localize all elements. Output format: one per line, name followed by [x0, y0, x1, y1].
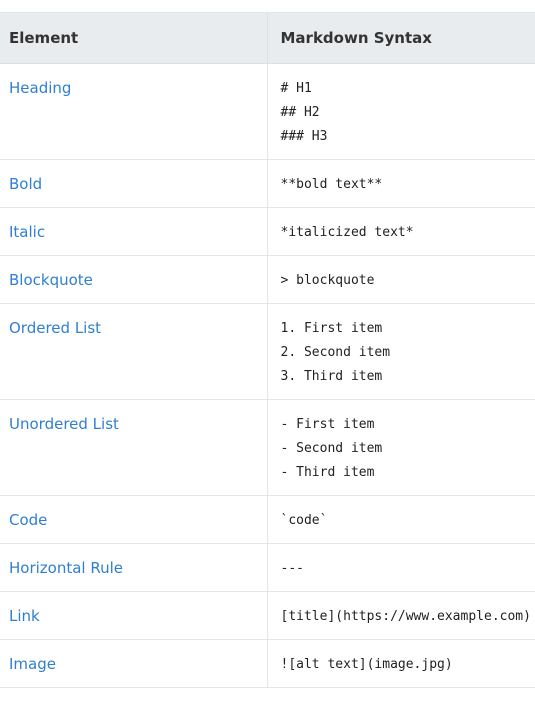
column-header-element: Element: [0, 12, 267, 64]
element-link-code[interactable]: Code: [9, 511, 48, 529]
element-link-ordered-list[interactable]: Ordered List: [9, 319, 102, 337]
table-header: Element Markdown Syntax: [0, 12, 535, 64]
syntax-cell: - First item - Second item - Third item: [266, 399, 535, 496]
syntax-line: - First item: [280, 417, 375, 432]
element-link-link[interactable]: Link: [9, 607, 40, 625]
element-link-heading[interactable]: Heading: [9, 79, 72, 97]
syntax-line: ---: [280, 561, 304, 576]
element-cell: Heading: [0, 63, 267, 160]
markdown-syntax-table: Element Markdown Syntax Heading # H1 ## …: [0, 12, 535, 688]
syntax-cell: *italicized text*: [266, 207, 535, 256]
syntax-cell: [title](https://www.example.com): [266, 591, 535, 640]
syntax-line: 1. First item: [280, 321, 383, 336]
element-link-horizontal-rule[interactable]: Horizontal Rule: [9, 559, 124, 577]
element-link-bold[interactable]: Bold: [9, 175, 43, 193]
element-cell: Code: [0, 495, 267, 544]
table-row: Bold **bold text**: [0, 159, 535, 208]
syntax-line: ### H3: [280, 129, 328, 144]
syntax-line: 2. Second item: [280, 345, 391, 360]
table-row: Unordered List - First item - Second ite…: [0, 399, 535, 496]
syntax-line: 3. Third item: [280, 369, 383, 384]
element-cell: Image: [0, 639, 267, 688]
syntax-line: *italicized text*: [280, 225, 414, 240]
syntax-line: ## H2: [280, 105, 320, 120]
syntax-line: **bold text**: [280, 177, 383, 192]
syntax-line: `code`: [280, 513, 328, 528]
syntax-cell: 1. First item 2. Second item 3. Third it…: [266, 303, 535, 400]
syntax-cell: **bold text**: [266, 159, 535, 208]
table-row: Image ![alt text](image.jpg): [0, 639, 535, 688]
table-row: Horizontal Rule ---: [0, 543, 535, 592]
table-row: Blockquote > blockquote: [0, 255, 535, 304]
syntax-line: - Second item: [280, 441, 383, 456]
element-cell: Link: [0, 591, 267, 640]
element-link-blockquote[interactable]: Blockquote: [9, 271, 93, 289]
table-row: Code `code`: [0, 495, 535, 544]
syntax-line: # H1: [280, 81, 312, 96]
element-link-unordered-list[interactable]: Unordered List: [9, 415, 119, 433]
element-cell: Italic: [0, 207, 267, 256]
syntax-line: ![alt text](image.jpg): [280, 657, 453, 672]
syntax-line: > blockquote: [280, 273, 375, 288]
element-cell: Bold: [0, 159, 267, 208]
table-row: Heading # H1 ## H2 ### H3: [0, 63, 535, 160]
syntax-cell: > blockquote: [266, 255, 535, 304]
element-cell: Ordered List: [0, 303, 267, 400]
element-link-image[interactable]: Image: [9, 655, 56, 673]
syntax-cell: ![alt text](image.jpg): [266, 639, 535, 688]
header-row: Element Markdown Syntax: [0, 12, 535, 64]
table-row: Italic *italicized text*: [0, 207, 535, 256]
table-row: Link [title](https://www.example.com): [0, 591, 535, 640]
element-link-italic[interactable]: Italic: [9, 223, 46, 241]
markdown-syntax-table-container: Element Markdown Syntax Heading # H1 ## …: [0, 12, 535, 688]
element-cell: Horizontal Rule: [0, 543, 267, 592]
syntax-cell: `code`: [266, 495, 535, 544]
element-cell: Blockquote: [0, 255, 267, 304]
syntax-cell: # H1 ## H2 ### H3: [266, 63, 535, 160]
table-row: Ordered List 1. First item 2. Second ite…: [0, 303, 535, 400]
element-cell: Unordered List: [0, 399, 267, 496]
table-body: Heading # H1 ## H2 ### H3 Bold **bold te…: [0, 63, 535, 688]
syntax-line: [title](https://www.example.com): [280, 609, 531, 624]
syntax-cell: ---: [266, 543, 535, 592]
column-header-markdown-syntax: Markdown Syntax: [266, 12, 535, 64]
syntax-line: - Third item: [280, 465, 375, 480]
